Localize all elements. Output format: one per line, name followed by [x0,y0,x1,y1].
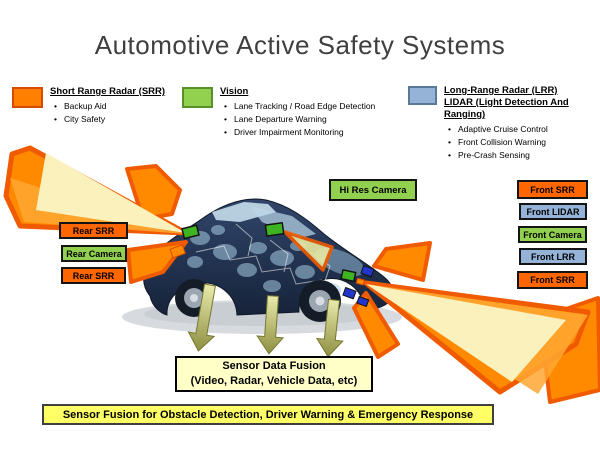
front-lidar-label: Front LIDAR [519,203,587,220]
bottom-banner: Sensor Fusion for Obstacle Detection, Dr… [42,404,494,425]
legend-srr-bullet: City Safety [50,113,165,126]
legend-srr-bullet: Backup Aid [50,100,165,113]
legend-srr: Short Range Radar (SRR) Backup Aid City … [12,86,177,126]
rear-srr-label-1: Rear SRR [59,222,128,239]
rear-srr-label-2: Rear SRR [61,267,126,284]
front-srr-label-1: Front SRR [517,180,588,199]
sensor-data-fusion-box: Sensor Data Fusion (Video, Radar, Vehicl… [175,356,373,392]
legend-lrr-bullet: Front Collision Warning [444,136,584,149]
vision-color-swatch [182,87,213,108]
legend-lrr-bullet: Adaptive Cruise Control [444,123,584,136]
legend-vision-bullet: Driver Impairment Monitoring [220,126,375,139]
front-camera-label: Front Camera [518,226,587,243]
windshield-camera-fov [264,222,334,272]
fusion-line-2: (Video, Radar, Vehicle Data, etc) [190,375,358,387]
fusion-arrows [187,283,344,358]
rear-radar-beams [3,145,189,284]
windshield-camera-sensor [264,222,285,237]
car-illustration [143,198,394,322]
srr-color-swatch [12,87,43,108]
front-srr-label-2: Front SRR [517,271,588,289]
legend-vision-bullet: Lane Tracking / Road Edge Detection [220,100,375,113]
lrr-color-swatch [408,86,437,105]
legend-lrr: Long-Range Radar (LRR) LIDAR (Light Dete… [408,85,593,162]
legend-vision: Vision Lane Tracking / Road Edge Detecti… [182,86,397,139]
legend-vision-bullet: Lane Departure Warning [220,113,375,126]
hi-res-camera-label: Hi Res Camera [329,179,417,201]
slide-title: Automotive Active Safety Systems [94,30,506,60]
rear-sensors [169,224,200,259]
front-radar-beams [352,241,600,404]
fusion-line-1: Sensor Data Fusion [222,360,326,372]
legend-lrr-bullet: Pre-Crash Sensing [444,149,584,162]
rear-camera-label: Rear Camera [61,245,127,262]
legend-vision-heading: Vision [220,86,249,97]
front-sensors [340,264,375,308]
legend-lrr-heading: Long-Range Radar (LRR) LIDAR (Light Dete… [444,85,569,120]
legend-srr-heading: Short Range Radar (SRR) [50,86,166,97]
front-lrr-label: Front LRR [519,248,587,265]
